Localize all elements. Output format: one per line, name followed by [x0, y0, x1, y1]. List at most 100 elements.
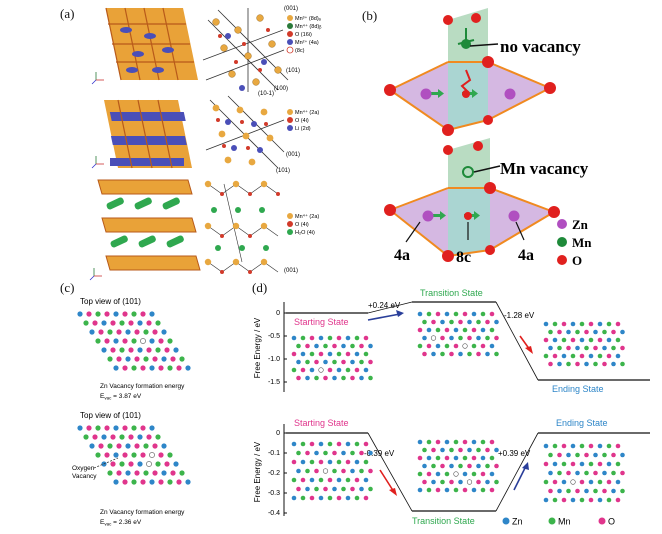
o-atom	[158, 338, 164, 344]
o-atom	[116, 443, 122, 449]
mn-atom	[489, 327, 495, 333]
zn-atom	[597, 321, 603, 327]
zn-atom	[471, 439, 477, 445]
mn-atom	[107, 356, 113, 362]
zn-atom	[440, 319, 445, 325]
o-atom	[359, 343, 364, 349]
ending-state-label: Ending State	[556, 418, 608, 428]
o-atom	[575, 488, 580, 494]
zn-atom	[137, 461, 143, 467]
zn-atom	[597, 497, 603, 503]
mn-atom	[143, 356, 149, 362]
oxygen-vacancy-label: Oxygen	[72, 465, 95, 472]
mn-atom	[318, 477, 324, 483]
zn-atom	[327, 351, 333, 357]
zn-atom	[480, 327, 486, 333]
o-atom	[122, 425, 128, 431]
o-atom	[453, 343, 459, 349]
zn-atom	[113, 338, 119, 344]
o-atom	[170, 356, 176, 362]
o-atom	[300, 477, 306, 483]
supercell-ending	[543, 443, 625, 503]
o-atom	[543, 337, 549, 343]
mn-atom	[323, 450, 328, 456]
zn-atom	[314, 450, 319, 456]
mn-atom	[561, 337, 567, 343]
top-view-title: Top view of (101)	[80, 411, 141, 420]
mn-atom	[579, 443, 585, 449]
o-atom	[104, 425, 110, 431]
o-atom	[615, 443, 621, 449]
mn-atom	[453, 487, 459, 493]
o-atom	[602, 361, 607, 367]
o-atom	[611, 329, 616, 335]
mn-atom	[167, 479, 173, 485]
zn-atom	[579, 461, 585, 467]
mn-atom	[336, 351, 342, 357]
mn-atom	[606, 497, 612, 503]
zn-atom	[575, 470, 580, 476]
o-atom	[86, 311, 92, 317]
panel-b-legend: Zn Mn O	[557, 217, 592, 268]
zn-atom	[444, 487, 450, 493]
axes-icon	[91, 156, 104, 169]
o-atom	[588, 321, 594, 327]
zn-atom	[588, 479, 594, 485]
mn-atom	[431, 463, 436, 469]
zn-atom	[435, 343, 441, 349]
legend-row-3: Mn⁴⁺ (2a) O (4i) H₂O (4i)	[287, 213, 319, 236]
zn-atom	[462, 471, 468, 477]
o-atom	[104, 452, 110, 458]
vacancy-site	[430, 335, 437, 341]
zn-atom	[485, 351, 490, 357]
zn-atom	[354, 459, 360, 465]
mn-atom	[471, 343, 477, 349]
mn-atom	[341, 486, 346, 492]
mn-atom	[131, 338, 137, 344]
o-atom	[467, 335, 472, 341]
zn-atom	[77, 311, 83, 317]
o-atom	[122, 338, 128, 344]
o-atom	[134, 470, 140, 476]
mn-atom	[363, 351, 369, 357]
o-atom	[570, 337, 576, 343]
pointer-line	[473, 165, 501, 173]
o-atom	[426, 343, 432, 349]
zn-atom	[113, 311, 119, 317]
mn-atom	[476, 319, 481, 325]
mn-atom	[300, 495, 306, 501]
o-atom	[422, 479, 427, 485]
panel-a-crystal-structures: (001) (101) (100) Mn³⁺ (8d)ₐ Mn⁴⁺ (8d)ᵦ …	[89, 6, 322, 281]
mn-atom	[476, 447, 481, 453]
o-atom	[548, 361, 553, 367]
site-label-4a: 4a	[394, 247, 410, 264]
bottom-energy-chart: 0 -0.1 -0.2 -0.3 -0.4 Free Energy / eV S…	[253, 418, 650, 526]
mn-atom	[167, 452, 173, 458]
mn-atom	[597, 353, 603, 359]
mn-atom	[155, 320, 161, 326]
transition-state-label: Transition State	[412, 516, 475, 526]
mn-atom	[566, 361, 571, 367]
mn-atom	[422, 319, 427, 325]
mn-atom	[593, 488, 598, 494]
o-atom	[164, 461, 170, 467]
o-atom	[579, 479, 585, 485]
o-atom	[417, 455, 423, 461]
vacancy-caption-line1: Zn Vacancy formation energy	[100, 383, 185, 390]
zn-atom	[476, 335, 481, 341]
zn-atom	[113, 479, 119, 485]
o-atom	[350, 375, 355, 381]
o-atom	[158, 479, 164, 485]
o-atom	[300, 367, 306, 373]
o-atom	[435, 487, 441, 493]
birnessite-atom-lattice	[204, 180, 280, 274]
mn-atom	[575, 329, 580, 335]
o-atom	[368, 468, 373, 474]
zn-atom	[489, 471, 495, 477]
zn-atom	[113, 425, 119, 431]
mn-atom	[291, 477, 297, 483]
mn-atom	[462, 327, 468, 333]
o-atom	[359, 450, 364, 456]
o-atom	[336, 335, 342, 341]
zn-atom	[149, 365, 155, 371]
